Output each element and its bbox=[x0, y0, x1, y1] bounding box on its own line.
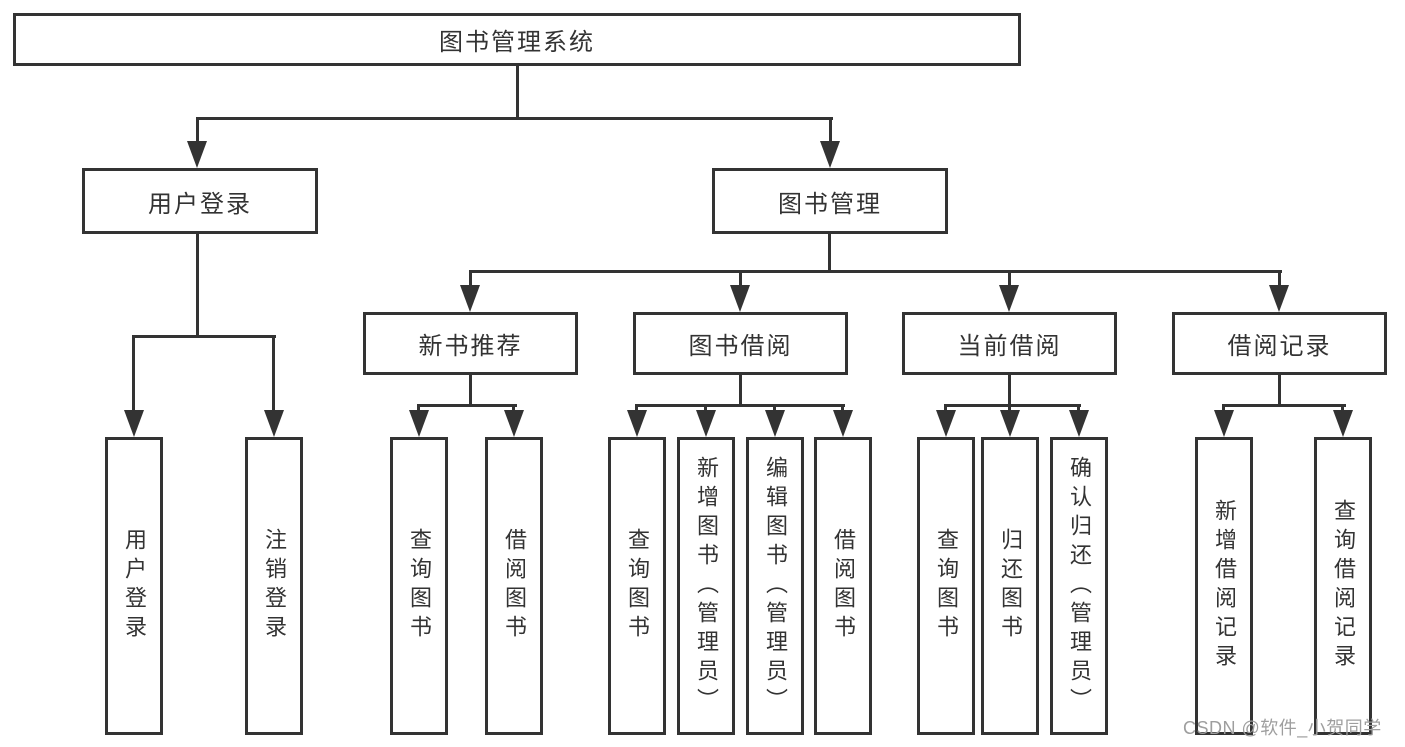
arrow-to-borrow-query bbox=[627, 410, 647, 437]
arrow-to-user-login bbox=[187, 141, 207, 168]
arrow-to-borrow-records bbox=[1269, 285, 1289, 312]
csdn-watermark: CSDN @软件_小贺同学 bbox=[1183, 718, 1382, 738]
leaf-records-query-record: 查询借阅记录 bbox=[1314, 437, 1372, 735]
connector-stem-leaf-logout bbox=[272, 335, 275, 411]
arrow-to-borrow-add bbox=[696, 410, 716, 437]
node-book-borrow: 图书借阅 bbox=[633, 312, 848, 375]
node-library-management-system: 图书管理系统 bbox=[13, 13, 1021, 66]
connector-stem-book-management bbox=[829, 117, 832, 143]
leaf-borrow-edit-books-admin: 编辑图书（管理员） bbox=[746, 437, 804, 735]
connector-stem-current-confirm bbox=[1077, 404, 1080, 411]
leaf-records-add-record: 新增借阅记录 bbox=[1195, 437, 1253, 735]
connector-stem-new-book-recommend bbox=[469, 270, 472, 286]
connector-stem-current-borrow bbox=[1008, 270, 1011, 286]
connector-stem-user-login bbox=[196, 117, 199, 143]
node-new-book-recommend: 新书推荐 bbox=[363, 312, 578, 375]
leaf-current-return-books: 归还图书 bbox=[981, 437, 1039, 735]
arrow-to-book-management bbox=[820, 141, 840, 168]
connector-stem-recommend-query bbox=[417, 404, 420, 411]
connector-recommend-bar bbox=[417, 404, 517, 407]
connector-records-bar bbox=[1222, 404, 1346, 407]
arrow-to-current-confirm bbox=[1069, 410, 1089, 437]
leaf-user-login: 用户登录 bbox=[105, 437, 163, 735]
arrow-to-records-add bbox=[1214, 410, 1234, 437]
arrow-to-current-borrow bbox=[999, 285, 1019, 312]
node-book-management: 图书管理 bbox=[712, 168, 948, 234]
connector-stem-records-query bbox=[1341, 404, 1344, 411]
arrow-to-current-return bbox=[1000, 410, 1020, 437]
connector-stem-borrow-borrow bbox=[841, 404, 844, 411]
leaf-borrow-query-books: 查询图书 bbox=[608, 437, 666, 735]
node-borrow-records: 借阅记录 bbox=[1172, 312, 1387, 375]
connector-stem-current-return bbox=[1008, 404, 1011, 411]
arrow-to-current-query bbox=[936, 410, 956, 437]
arrow-to-records-query bbox=[1333, 410, 1353, 437]
connector-stem-current-query bbox=[944, 404, 947, 411]
node-user-login: 用户登录 bbox=[82, 168, 318, 234]
connector-stem-records-add bbox=[1222, 404, 1225, 411]
connector-level1-bar bbox=[196, 117, 833, 120]
connector-root-trunk bbox=[516, 66, 519, 119]
connector-current-trunk bbox=[1008, 375, 1011, 406]
leaf-logout: 注销登录 bbox=[245, 437, 303, 735]
connector-recommend-trunk bbox=[469, 375, 472, 406]
connector-stem-recommend-borrow bbox=[512, 404, 515, 411]
connector-stem-leaf-user-login bbox=[132, 335, 135, 411]
leaf-borrow-add-books-admin: 新增图书（管理员） bbox=[677, 437, 735, 735]
connector-stem-borrow-records bbox=[1278, 270, 1281, 286]
leaf-recommend-query-books: 查询图书 bbox=[390, 437, 448, 735]
connector-stem-borrow-edit bbox=[773, 404, 776, 411]
leaf-current-confirm-return-admin: 确认归还（管理员） bbox=[1050, 437, 1108, 735]
arrow-to-borrow-edit bbox=[765, 410, 785, 437]
arrow-to-recommend-borrow bbox=[504, 410, 524, 437]
leaf-current-query-books: 查询图书 bbox=[917, 437, 975, 735]
connector-user-login-bar bbox=[132, 335, 276, 338]
leaf-recommend-borrow-books: 借阅图书 bbox=[485, 437, 543, 735]
arrow-to-recommend-query bbox=[409, 410, 429, 437]
arrow-to-leaf-user-login bbox=[124, 410, 144, 437]
connector-category-bar bbox=[469, 270, 1282, 273]
connector-stem-borrow-query bbox=[635, 404, 638, 411]
connector-borrow-bar bbox=[635, 404, 845, 407]
connector-user-login-trunk bbox=[196, 234, 199, 337]
connector-records-trunk bbox=[1278, 375, 1281, 406]
connector-borrow-trunk bbox=[739, 375, 742, 406]
connector-current-bar bbox=[944, 404, 1081, 407]
connector-stem-borrow-add bbox=[704, 404, 707, 411]
connector-book-management-trunk bbox=[828, 234, 831, 272]
arrow-to-book-borrow bbox=[730, 285, 750, 312]
arrow-to-leaf-logout bbox=[264, 410, 284, 437]
node-current-borrow: 当前借阅 bbox=[902, 312, 1117, 375]
arrow-to-new-book-recommend bbox=[460, 285, 480, 312]
arrow-to-borrow-borrow bbox=[833, 410, 853, 437]
connector-stem-book-borrow bbox=[739, 270, 742, 286]
leaf-borrow-borrow-books: 借阅图书 bbox=[814, 437, 872, 735]
